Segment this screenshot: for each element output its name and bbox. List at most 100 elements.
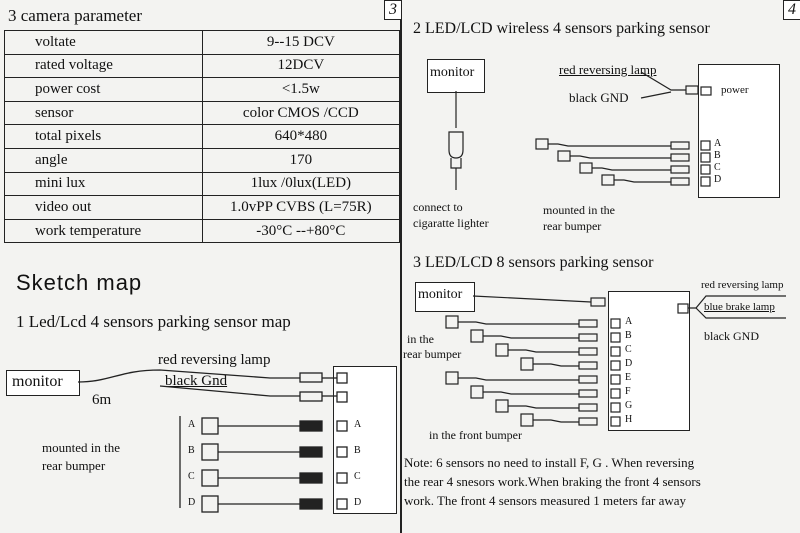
diagram1-black-gnd-label: black Gnd — [165, 373, 228, 389]
sensor-probe — [579, 162, 593, 174]
sensor-socket — [610, 346, 621, 357]
diagram2-black-gnd-label: black GND — [569, 90, 629, 105]
diagram1-rear-bumper-label: rear bumper — [42, 458, 106, 473]
sensor-probe — [520, 413, 534, 427]
sensor-probe — [445, 371, 459, 385]
param-key: sensor — [4, 100, 203, 126]
sensor-cable — [458, 321, 579, 325]
sensor-cable — [483, 391, 579, 395]
sensor-socket — [700, 152, 711, 163]
sensor-letter: D — [188, 497, 196, 508]
sensor-cable — [570, 155, 671, 159]
diagram3-front-bumper-label: in the front bumper — [429, 428, 522, 442]
sensor-letter: A — [188, 419, 196, 430]
diagram1-monitor-label: monitor — [12, 373, 63, 390]
sensor-probe — [201, 443, 219, 461]
param-value: 170 — [201, 147, 401, 173]
diagram1-control-box — [333, 366, 397, 514]
diagram3-rear-bumper-label: rear bumper — [403, 347, 462, 361]
diagram3-monitor-label: monitor — [418, 287, 463, 302]
diagram3-black-gnd-label: black GND — [704, 329, 759, 343]
sensor-probe — [470, 329, 484, 343]
diagram2-control-box — [698, 64, 780, 198]
sensor-socket — [700, 164, 711, 175]
param-key: total pixels — [4, 124, 203, 149]
param-row: work temperature-30°C --+80°C — [4, 218, 401, 244]
param-value: <1.5w — [201, 77, 401, 102]
diagram2-red-lamp-label: red reversing lamp — [559, 62, 657, 77]
sensor-probe — [495, 343, 509, 357]
sensor-plug — [299, 472, 323, 484]
sensor-cable — [533, 363, 579, 367]
right-page-wiring — [445, 71, 786, 427]
sensor-plug — [670, 141, 690, 150]
sensor-probe — [557, 150, 571, 162]
sensor-probe — [201, 417, 219, 435]
sensor-plug — [578, 319, 598, 328]
sensor-plug — [578, 361, 598, 370]
sensor-socket — [336, 472, 348, 484]
diagram2-rear-bumper-label: rear bumper — [543, 219, 602, 233]
diagram2-title: 2 LED/LCD wireless 4 sensors parking sen… — [413, 20, 710, 37]
sensor-probe — [535, 138, 549, 150]
sensor-plug — [578, 417, 598, 426]
socket-letter: E — [625, 372, 632, 383]
sensor-plug — [578, 347, 598, 356]
socket-letter: D — [714, 174, 722, 185]
sensor-socket — [610, 318, 621, 329]
sensor-socket — [610, 388, 621, 399]
sensor-socket — [336, 498, 348, 510]
sensor-plug — [670, 177, 690, 186]
sensor-probe — [201, 495, 219, 513]
diagram3-monitor-box — [415, 282, 475, 312]
sensor-letter: C — [188, 471, 195, 482]
sensor-probe — [470, 385, 484, 399]
socket-letter: B — [625, 330, 632, 341]
diagram2-monitor-label: monitor — [430, 65, 475, 80]
sensor-socket — [700, 176, 711, 187]
sensor-cable — [548, 143, 671, 147]
socket-letter: C — [354, 471, 361, 482]
socket-letter: G — [625, 400, 633, 411]
socket-letter: A — [354, 419, 362, 430]
sensor-plug — [299, 446, 323, 458]
diagram1-wiring — [77, 369, 348, 513]
sensor-plug — [578, 333, 598, 342]
socket-letter: C — [714, 162, 721, 173]
sensor-socket — [700, 140, 711, 151]
diagram3-in-the-label: in the — [407, 332, 434, 346]
param-key: voltate — [4, 30, 203, 55]
param-value: 12DCV — [201, 53, 401, 79]
sensor-cable — [614, 179, 671, 183]
sensor-probe — [201, 469, 219, 487]
sensor-probe — [495, 399, 509, 413]
sensor-plug — [578, 375, 598, 384]
socket-letter: F — [625, 386, 631, 397]
diagram3-red-lamp-label: red reversing lamp — [701, 279, 784, 291]
sensor-cable — [508, 405, 579, 409]
sensor-socket — [336, 446, 348, 458]
sensor-plug — [578, 403, 598, 412]
diagram2-lighter-label: cigaratte lighter — [413, 216, 489, 230]
note-line-3: work. The front 4 sensors measured 1 met… — [404, 493, 687, 508]
diagram1-red-lamp-label: red reversing lamp — [158, 352, 271, 368]
param-value: 9--15 DCV — [201, 30, 401, 55]
socket-letter: A — [714, 138, 722, 149]
sensor-plug — [299, 420, 323, 432]
diagram1-mounted-label: mounted in the — [42, 440, 120, 455]
page-number-right: 4 — [783, 0, 800, 20]
note-line-2: the rear 4 snesors work.When braking the… — [404, 474, 701, 489]
diagram3-title: 3 LED/LCD 8 sensors parking sensor — [413, 254, 654, 271]
sensor-cable — [508, 349, 579, 353]
diagram1-title: 1 Led/Lcd 4 sensors parking sensor map — [16, 312, 291, 331]
socket-letter: B — [354, 445, 361, 456]
diagram1-monitor-box — [6, 370, 80, 396]
sensor-socket — [610, 402, 621, 413]
diagram2-connect-label: connect to — [413, 200, 463, 214]
sensor-socket — [610, 374, 621, 385]
diagram3-blue-lamp-label: blue brake lamp — [704, 301, 775, 313]
